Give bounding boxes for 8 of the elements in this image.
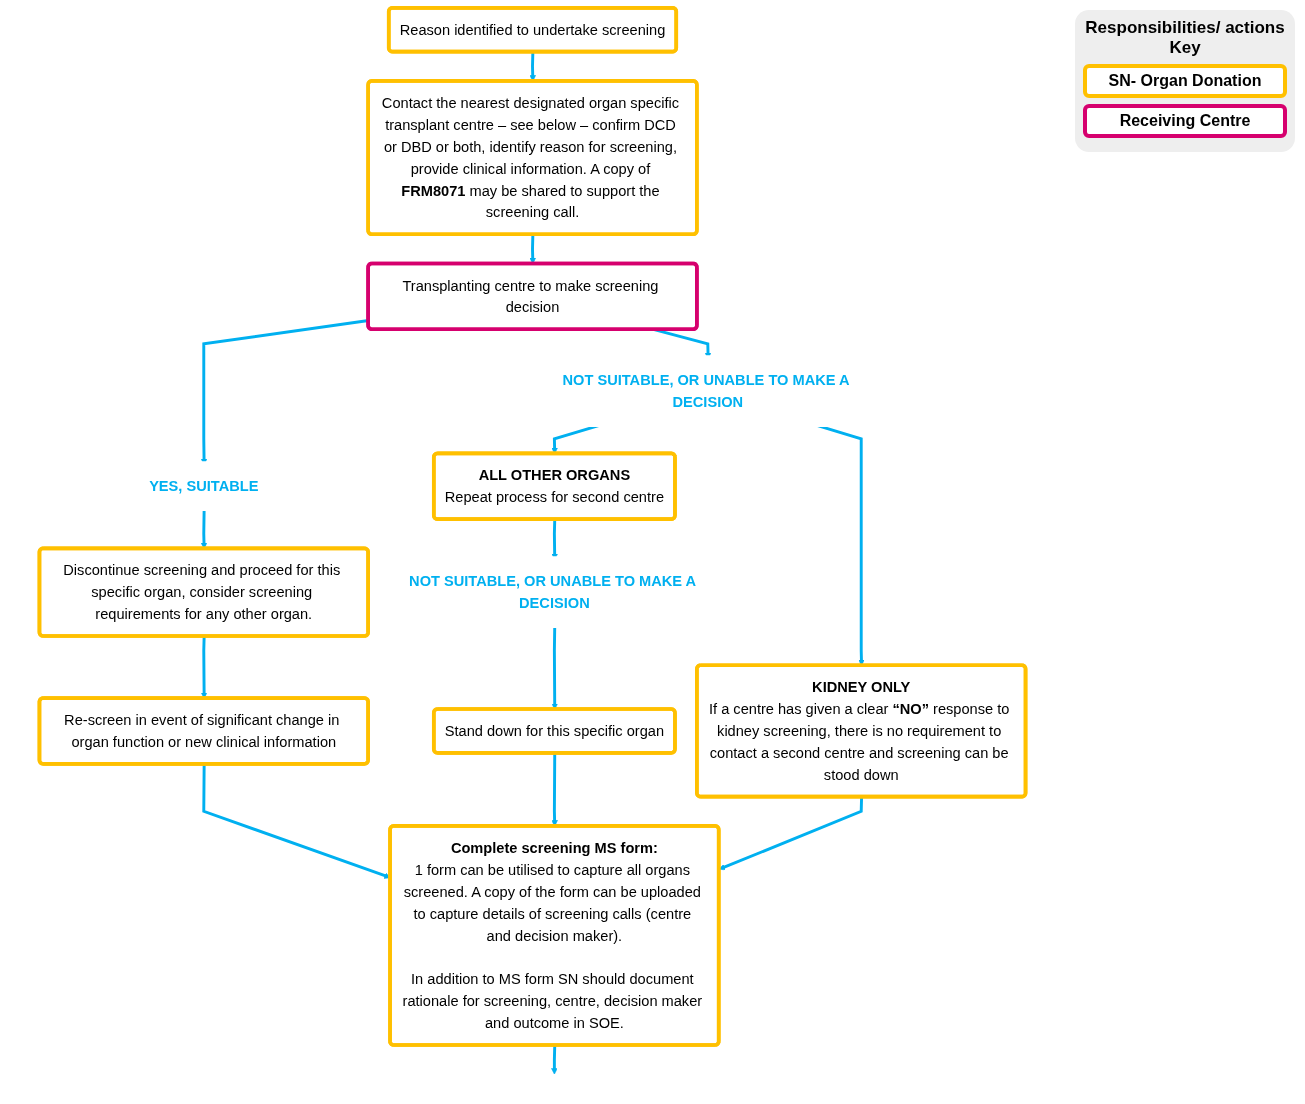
arrow [200,636,208,699]
legend-item: Receiving Centre [1083,104,1287,138]
legend-title: Responsibilities/ actions Key [1084,18,1286,58]
arrow [551,1045,558,1075]
node-text: NOT SUITABLE, OR UNABLE TO MAKE A DECISION [562,372,850,411]
legend-item: SN- Organ Donation [1083,64,1287,98]
node-text: YES, SUITABLE [149,478,259,495]
node-text: NOT SUITABLE, OR UNABLE TO MAKE A DECISION [409,573,696,612]
